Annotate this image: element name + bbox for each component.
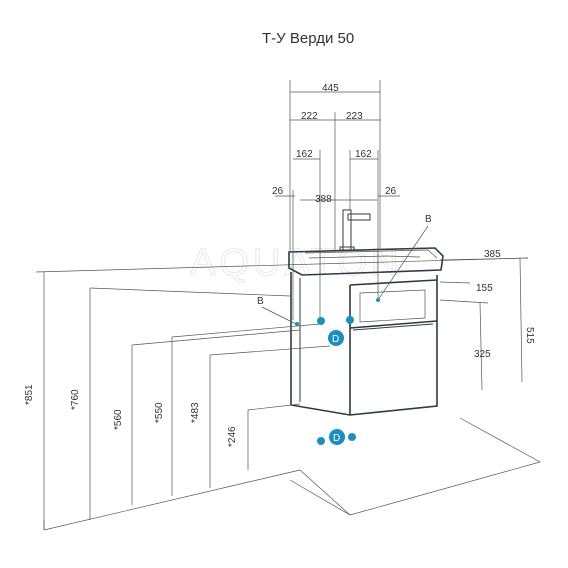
cabinet (288, 209, 444, 416)
dim-222: 222 (301, 111, 318, 122)
dim-26-right: 26 (385, 186, 397, 197)
left-dimension-lines (43, 272, 331, 530)
svg-text:D: D (332, 334, 339, 345)
top-dimension-lines (275, 80, 400, 320)
dim-760: *760 (70, 389, 81, 410)
watermark: AQUATON (190, 242, 402, 284)
b-marker-left: B (257, 296, 299, 326)
right-dimension-lines (439, 257, 529, 391)
dim-246: *246 (227, 426, 238, 447)
dim-445: 445 (322, 83, 339, 94)
dim-385: 385 (484, 249, 501, 260)
d-marker-floor: D (317, 429, 356, 445)
svg-text:B: B (425, 214, 432, 225)
dim-155: 155 (476, 283, 493, 294)
dim-483: *483 (190, 402, 201, 423)
diagram-title: Т-У Верди 50 (262, 30, 354, 47)
dim-26-left: 26 (272, 186, 284, 197)
dim-223: 223 (346, 111, 363, 122)
dim-162-right: 162 (355, 149, 372, 160)
svg-text:D: D (333, 433, 340, 444)
dim-162-left: 162 (296, 149, 313, 160)
dim-560: *560 (113, 409, 124, 430)
dim-851: *851 (24, 384, 35, 405)
dim-325: 325 (474, 349, 491, 360)
svg-text:B: B (257, 296, 264, 307)
dim-388: 388 (315, 194, 332, 205)
dim-550: *550 (154, 402, 165, 423)
b-marker-right: B (376, 214, 432, 302)
d-marker-wall: D (317, 316, 354, 346)
floor-wall-lines (35, 257, 541, 531)
dim-515: 515 (524, 327, 535, 344)
